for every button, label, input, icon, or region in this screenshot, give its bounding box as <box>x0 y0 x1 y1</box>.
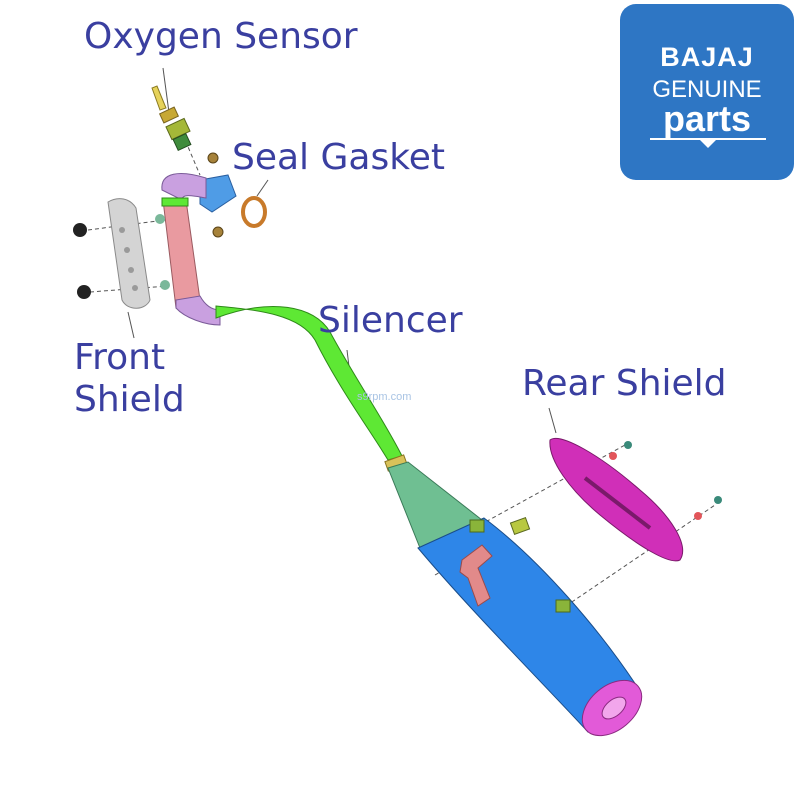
logo-arrow-icon <box>700 140 716 148</box>
label-front-shield-line2: Shield <box>74 379 185 421</box>
front-shield-hole <box>119 227 125 233</box>
front-shield-hole <box>124 247 130 253</box>
label-oxygen-sensor: Oxygen Sensor <box>84 16 358 57</box>
front-shield-hole <box>128 267 134 273</box>
logo-genuine: GENUINE <box>652 76 762 103</box>
front-shield-clip-upper <box>155 214 165 224</box>
nut-upper <box>207 152 219 164</box>
logo-brand: BAJAJ <box>660 42 754 72</box>
header-elbow-top <box>161 173 207 201</box>
header-clamp <box>161 197 189 207</box>
logo-underline <box>650 138 766 140</box>
watermark: s9rpm.com <box>357 391 412 403</box>
header-flange <box>199 174 237 213</box>
header-elbow-bottom <box>175 295 221 326</box>
label-silencer: Silencer <box>318 300 463 341</box>
seal-gasket <box>241 196 267 228</box>
front-shield-grommet-upper <box>73 223 87 237</box>
logo-parts: parts <box>662 98 752 139</box>
label-rear-shield: Rear Shield <box>522 363 727 404</box>
muffler-bracket <box>459 544 493 607</box>
header-pipe <box>162 199 201 309</box>
muffler-mount-lower <box>555 599 571 613</box>
rear-shield-screw-lower <box>714 496 722 504</box>
rear-shield-slot <box>583 476 652 530</box>
front-shield-grommet-lower <box>77 285 91 299</box>
muffler-mount-upper <box>469 519 485 533</box>
rear-shield-screw-upper <box>624 441 632 449</box>
rear-shield-washer-lower <box>694 512 702 520</box>
rear-shield-washer-upper <box>609 452 617 460</box>
muffler-bolt <box>509 516 531 536</box>
muffler-outlet <box>601 696 627 720</box>
nut-lower <box>212 226 224 238</box>
label-front-shield-line1: Front <box>74 337 166 378</box>
front-shield <box>107 198 151 309</box>
brand-logo: BAJAJ GENUINE parts <box>620 4 794 180</box>
label-front-shield: Front Shield <box>74 337 185 421</box>
front-shield-clip-lower <box>160 280 170 290</box>
front-shield-hole <box>132 285 138 291</box>
oxygen-sensor <box>151 85 192 152</box>
label-seal-gasket: Seal Gasket <box>232 137 446 178</box>
